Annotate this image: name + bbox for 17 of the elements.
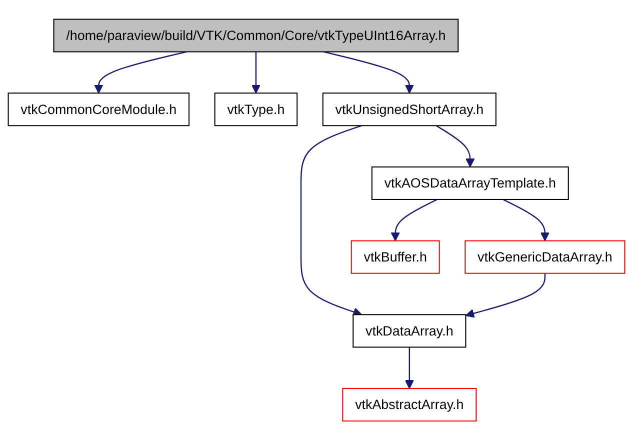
arrow xyxy=(251,52,260,94)
arrow xyxy=(465,273,546,318)
node-box: vtkCommonCoreModule.h xyxy=(8,92,190,126)
node-box: vtkGenericDataArray.h xyxy=(464,240,626,274)
arrow xyxy=(323,51,414,94)
node-box: vtkBuffer.h xyxy=(350,240,440,274)
node-box: vtkType.h xyxy=(214,92,298,126)
arrow xyxy=(404,347,414,389)
arrow xyxy=(94,51,187,94)
node-box: vtkUnsignedShortArray.h xyxy=(322,92,496,126)
node-box: /home/paraview/build/VTK/Common/Core/vtkTypeUInt16Array.h xyxy=(53,18,459,52)
node-box: vtkAbstractArray.h xyxy=(342,388,477,422)
node-box: vtkDataArray.h xyxy=(352,314,466,348)
arrow xyxy=(502,198,550,242)
arrow xyxy=(390,198,438,242)
node-box: vtkAOSDataArrayTemplate.h xyxy=(371,166,569,200)
arrow xyxy=(436,124,475,168)
